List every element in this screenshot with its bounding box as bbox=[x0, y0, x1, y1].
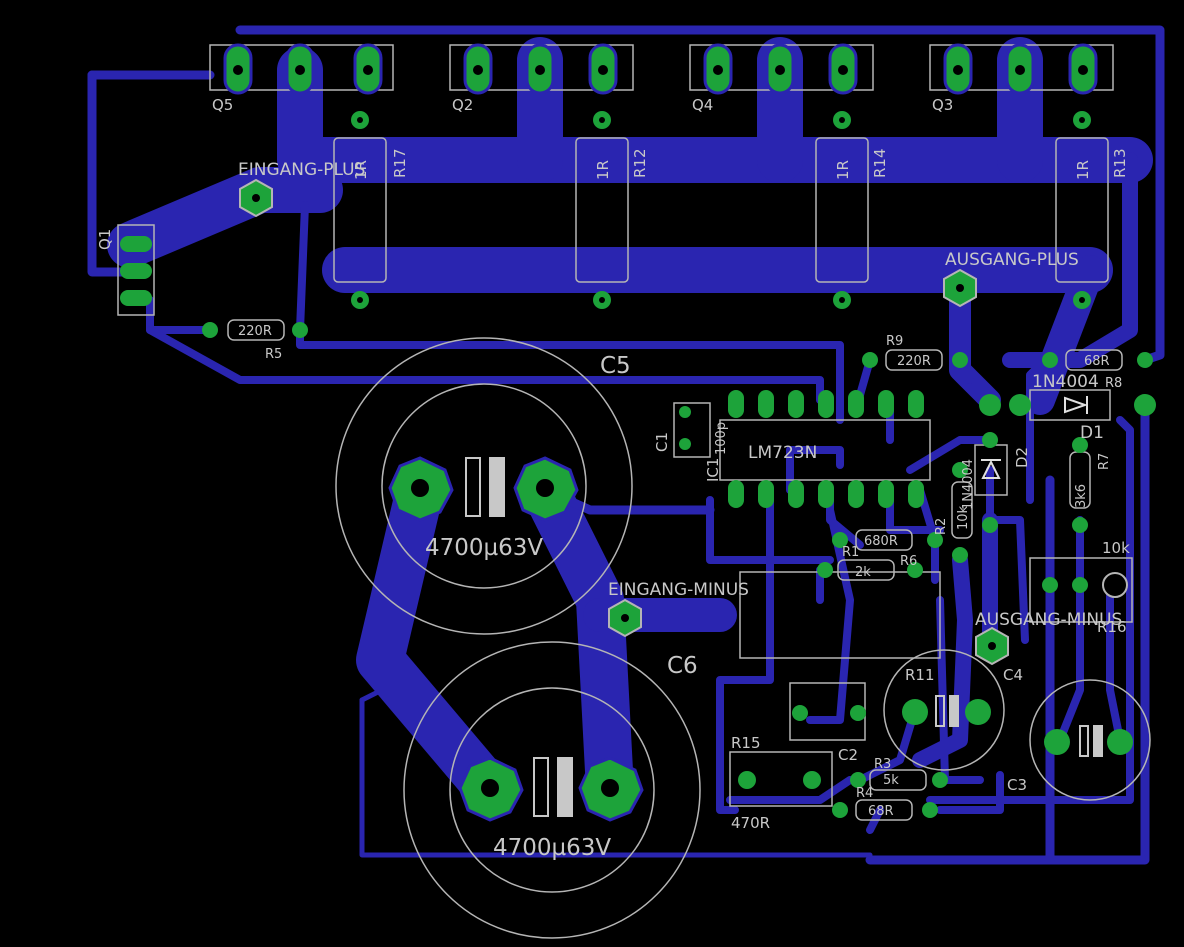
c3-plate-left bbox=[1079, 725, 1089, 757]
label-r13: R13 bbox=[1111, 148, 1129, 178]
label-c2: C2 bbox=[838, 746, 858, 764]
value-r6: 2k bbox=[855, 565, 871, 580]
c4-plate-right bbox=[949, 695, 959, 727]
r14-outline bbox=[815, 137, 869, 283]
pads bbox=[120, 43, 1156, 822]
label-ausgang-plus: AUSGANG-PLUS bbox=[945, 250, 1079, 270]
label-r6: R6 bbox=[900, 554, 917, 569]
value-r2: 10k bbox=[956, 505, 971, 530]
ic1-outline bbox=[719, 419, 931, 481]
c6-plate-right bbox=[557, 757, 573, 817]
value-r12: 1R bbox=[594, 160, 612, 180]
value-d2: 1N4004 bbox=[961, 459, 976, 510]
r9-outline bbox=[885, 349, 943, 371]
r8-outline bbox=[1065, 349, 1123, 371]
c5-inner-outline bbox=[381, 383, 587, 589]
label-q1: Q1 bbox=[96, 229, 114, 250]
label-r3: R3 bbox=[874, 757, 891, 772]
value-r16: 10k bbox=[1102, 539, 1130, 557]
value-r13: 1R bbox=[1074, 160, 1092, 180]
label-c3: C3 bbox=[1007, 776, 1027, 794]
q1-outline bbox=[117, 224, 155, 316]
c3-outline bbox=[1029, 679, 1151, 801]
diode-symbols bbox=[981, 396, 1089, 479]
value-r4: 68R bbox=[868, 804, 894, 819]
label-r8: R8 bbox=[1105, 376, 1122, 391]
value-r15: 470R bbox=[731, 814, 770, 832]
c6-outline bbox=[403, 641, 701, 939]
value-c5: 4700µ63V bbox=[425, 535, 543, 561]
c3-plate-right bbox=[1093, 725, 1103, 757]
copper-traces bbox=[87, 25, 1165, 865]
c5-plate-left bbox=[465, 457, 481, 517]
label-r15: R15 bbox=[731, 734, 761, 752]
label-q2: Q2 bbox=[452, 96, 473, 114]
r1-outline bbox=[855, 529, 913, 551]
label-c4: C4 bbox=[1003, 666, 1023, 684]
r15-outline bbox=[729, 751, 833, 807]
value-r7: 3k6 bbox=[1074, 484, 1089, 508]
value-r5: 220R bbox=[238, 324, 272, 339]
value-c6: 4700µ63V bbox=[493, 835, 611, 861]
label-r1: R1 bbox=[842, 545, 859, 560]
label-c1: C1 bbox=[653, 432, 671, 452]
label-r9: R9 bbox=[886, 334, 903, 349]
r6-outline bbox=[739, 571, 941, 659]
label-d2: D2 bbox=[1013, 447, 1031, 468]
cap-symbols bbox=[465, 457, 1103, 817]
label-ic1: IC1 bbox=[704, 458, 722, 482]
r4-outline bbox=[855, 799, 913, 821]
silk-labels: Q5 Q2 Q4 Q3 Q1 R17 R12 R14 R13 1R 1R 1R … bbox=[96, 96, 1130, 861]
value-r17: 1R bbox=[352, 160, 370, 180]
label-r4: R4 bbox=[856, 786, 873, 801]
label-r5: R5 bbox=[265, 347, 282, 362]
r2-outline bbox=[951, 481, 973, 539]
label-r2: R2 bbox=[934, 518, 949, 535]
label-r7: R7 bbox=[1097, 453, 1112, 470]
c1-outline bbox=[673, 402, 711, 458]
r12-outline bbox=[575, 137, 629, 283]
value-c1: 100p bbox=[714, 422, 729, 455]
label-r14: R14 bbox=[871, 148, 889, 178]
value-ic1: LM723N bbox=[748, 443, 817, 463]
r16-outline bbox=[1029, 557, 1133, 623]
label-q4: Q4 bbox=[692, 96, 713, 114]
r5-outline bbox=[227, 319, 285, 341]
label-r16: R16 bbox=[1097, 618, 1127, 636]
label-ausgang-minus: AUSGANG-MINUS bbox=[975, 610, 1122, 630]
value-d1: 1N4004 bbox=[1032, 372, 1099, 392]
r13-outline bbox=[1055, 137, 1109, 283]
label-q5: Q5 bbox=[212, 96, 233, 114]
label-q3: Q3 bbox=[932, 96, 953, 114]
c6-inner-outline bbox=[449, 687, 655, 893]
value-r3: 5k bbox=[883, 773, 899, 788]
value-r1: 680R bbox=[864, 534, 898, 549]
label-c6: C6 bbox=[667, 653, 698, 679]
value-r14: 1R bbox=[834, 160, 852, 180]
silkscreen bbox=[117, 44, 1151, 939]
value-r8: 68R bbox=[1084, 354, 1110, 369]
label-r11: R11 bbox=[905, 666, 935, 684]
label-r12: R12 bbox=[631, 148, 649, 178]
label-c5: C5 bbox=[600, 353, 631, 379]
c4-outline bbox=[883, 649, 1005, 771]
d1-symbol bbox=[1064, 396, 1089, 414]
d2-symbol bbox=[981, 459, 1001, 479]
label-eingang-plus: EINGANG-PLUS bbox=[238, 160, 365, 180]
r6-small-outline bbox=[837, 559, 895, 581]
label-r17: R17 bbox=[391, 148, 409, 178]
r3-outline bbox=[869, 769, 927, 791]
r17-outline bbox=[333, 137, 387, 283]
c4-plate-left bbox=[935, 695, 945, 727]
value-r9: 220R bbox=[897, 354, 931, 369]
label-d1: D1 bbox=[1080, 423, 1104, 443]
c5-plate-right bbox=[489, 457, 505, 517]
c6-plate-left bbox=[533, 757, 549, 817]
label-eingang-minus: EINGANG-MINUS bbox=[608, 580, 749, 600]
c5-outline bbox=[335, 337, 633, 635]
